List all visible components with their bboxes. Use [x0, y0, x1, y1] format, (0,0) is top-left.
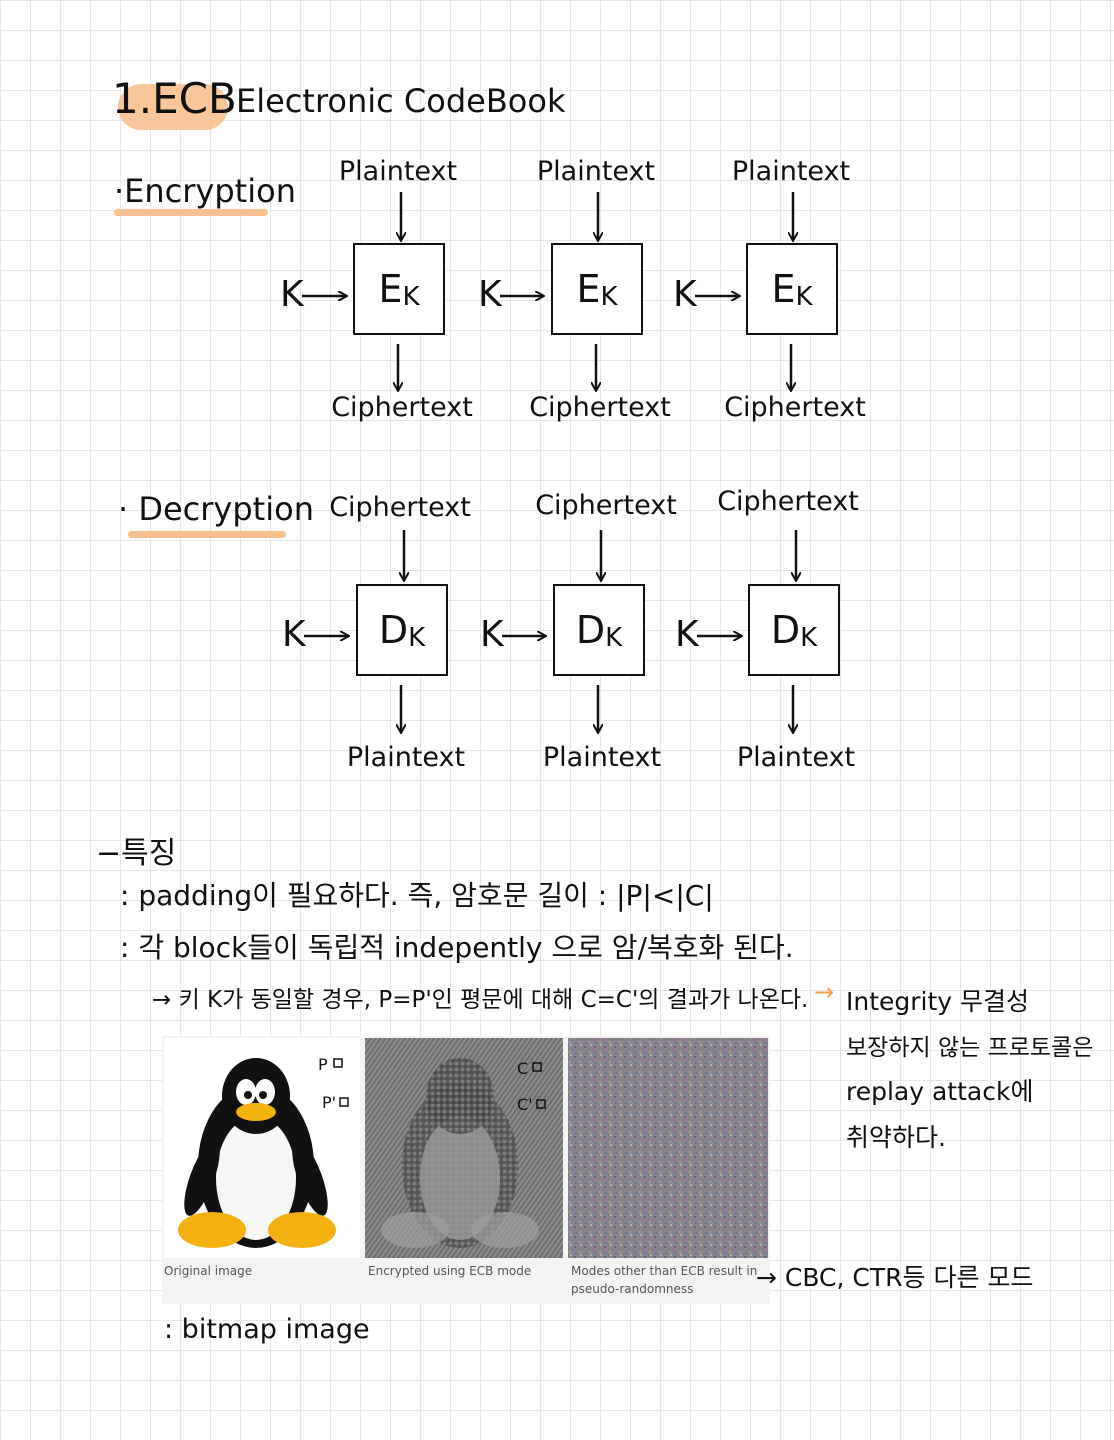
enc-key-2: K — [478, 274, 502, 315]
enc-key-1: K — [280, 274, 304, 315]
decryption-label: · Decryption — [118, 490, 314, 528]
caption-original: Original image — [164, 1264, 253, 1278]
bitmap-note: : bitmap image — [164, 1314, 370, 1345]
random-noise-image — [568, 1038, 768, 1258]
caption-other-modes-1: Modes other than ECB result in — [571, 1264, 758, 1278]
enc-input-3: Plaintext — [731, 156, 851, 187]
caption-other-modes-2: pseudo-randomness — [571, 1282, 694, 1296]
original-image: P P' — [164, 1038, 360, 1258]
enc-input-2: Plaintext — [536, 156, 656, 187]
dec-output-2: Plaintext — [542, 742, 662, 773]
note-line-1: Integrity 무결성 — [846, 987, 1030, 1016]
enc-key-3: K — [673, 274, 697, 315]
decryption-underline — [128, 531, 286, 538]
enc-output-3: Ciphertext — [724, 392, 866, 423]
encryption-label: ·Encryption — [114, 172, 296, 210]
mark-c-prime: C' — [517, 1095, 533, 1114]
title-highlight — [118, 84, 228, 130]
dec-key-1: K — [282, 614, 306, 655]
page-title: 1.ECB — [112, 74, 237, 123]
dec-key-3: K — [675, 614, 699, 655]
feature-same-key: → 키 K가 동일할 경우, P=P'인 평문에 대해 C=C'의 결과가 나온… — [152, 987, 809, 1013]
dec-input-3: Ciphertext — [717, 486, 859, 517]
note-line-4: 취약하다. — [846, 1123, 946, 1152]
title-main: ECB — [152, 74, 237, 123]
note-line-3: replay attack에 — [846, 1077, 1034, 1106]
dec-output-3: Plaintext — [736, 742, 856, 773]
title-subtitle: Electronic CodeBook — [236, 82, 566, 120]
dec-output-1: Plaintext — [346, 742, 466, 773]
ecb-encrypted-image: C C' — [365, 1038, 563, 1258]
encryption-underline — [114, 209, 268, 216]
enc-output-2: Ciphertext — [529, 392, 671, 423]
enc-output-1: Ciphertext — [331, 392, 473, 423]
dec-key-2: K — [480, 614, 504, 655]
enc-input-1: Plaintext — [338, 156, 458, 187]
note-line-2: 보장하지 않는 프로토콜은 — [846, 1035, 1094, 1061]
other-modes-note: → CBC, CTR등 다른 모드 — [756, 1263, 1034, 1292]
feature-padding: : padding이 필요하다. 즉, 암호문 길이 : |P|<|C| — [120, 879, 714, 912]
ecb-penguin-figure: P P' C C' — [162, 1036, 770, 1304]
title-number: 1. — [112, 74, 153, 123]
feature-independent: : 각 block들이 독립적 indepently 으로 암/복호화 된다. — [120, 931, 794, 964]
dec-input-1: Ciphertext — [329, 492, 471, 523]
features-heading: −특징 — [96, 836, 177, 871]
mark-c: C — [517, 1059, 528, 1078]
mark-p-prime: P' — [322, 1093, 336, 1112]
caption-ecb: Encrypted using ECB mode — [368, 1264, 532, 1278]
dec-input-2: Ciphertext — [535, 490, 677, 521]
mark-p: P — [318, 1055, 328, 1074]
integrity-arrow: → — [814, 978, 835, 1006]
